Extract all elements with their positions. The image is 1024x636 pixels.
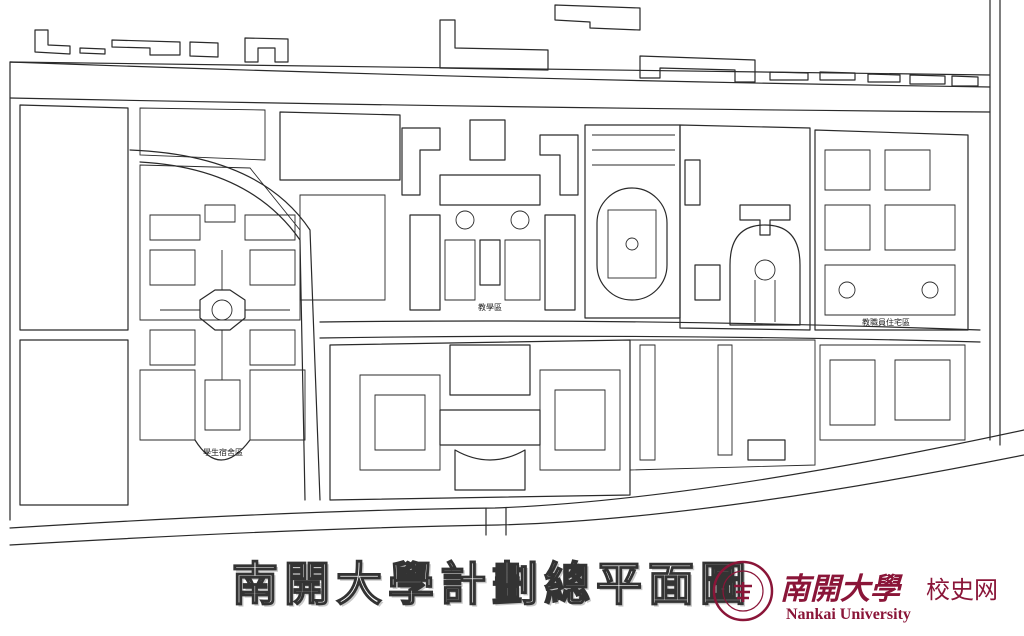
teaching-area: 教學區 xyxy=(279,111,579,312)
brand-suffix-cn: 校史网 xyxy=(926,576,998,604)
teaching-area-label: 教學區 xyxy=(478,302,502,312)
west-district: 學生宿舍區 xyxy=(19,104,306,506)
nankai-seal-icon xyxy=(712,560,774,622)
brand-name-en: Nankai University xyxy=(786,606,911,623)
auditorium-area xyxy=(679,124,811,331)
dormitory-area-label: 學生宿舍區 xyxy=(203,447,243,457)
brand-logo: 南開大學 校史网 Nankai University xyxy=(712,560,1024,632)
diagonal-road xyxy=(129,149,321,501)
north-roads xyxy=(9,61,991,113)
brand-name-cn: 南開大學 xyxy=(780,572,900,607)
map-frame xyxy=(9,0,1001,521)
central-road xyxy=(319,320,981,343)
south-complex xyxy=(329,339,631,501)
sports-field xyxy=(584,124,681,319)
plan-title: 南開大學計劃總平面圖 xyxy=(231,556,752,611)
southeast-area xyxy=(629,339,816,471)
canal xyxy=(9,429,1024,546)
staff-housing-area-label: 教職員住宅區 xyxy=(862,317,910,327)
north-buildings xyxy=(34,4,979,87)
staff-housing-area: 教職員住宅區 xyxy=(814,129,969,441)
